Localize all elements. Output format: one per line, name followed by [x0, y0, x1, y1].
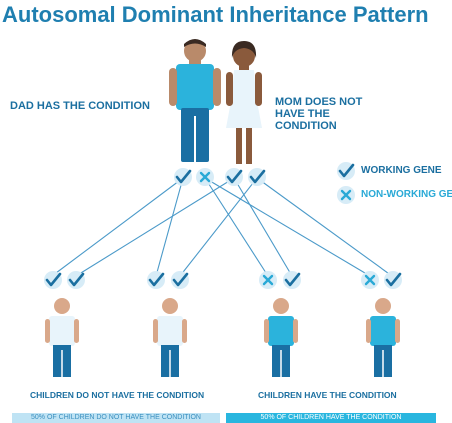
left-section-caption: CHILDREN DO NOT HAVE THE CONDITION [30, 390, 205, 400]
parent-genes [174, 168, 266, 186]
dad-shirt [176, 64, 214, 110]
mom-dress [226, 70, 262, 128]
dad-label: DAD HAS THE CONDITION [10, 100, 150, 112]
child2-genes [147, 271, 189, 289]
diagram-title: Autosomal Dominant Inheritance Pattern [2, 2, 429, 27]
child3-figure [264, 298, 298, 377]
mom-head [233, 45, 255, 67]
dad-head [184, 40, 206, 62]
dad-gene-nonworking [196, 168, 214, 186]
child4-genes [361, 271, 402, 289]
mom-label: MOM DOES NOT HAVE THE CONDITION [275, 96, 363, 132]
left-percentage-bar: 50% OF CHILDREN DO NOT HAVE THE CONDITIO… [12, 413, 220, 423]
child3-genes [259, 271, 301, 289]
child2-figure [153, 298, 187, 377]
right-percentage-bar: 50% OF CHILDREN HAVE THE CONDITION [226, 413, 436, 423]
child3-shirt [268, 316, 294, 346]
child1-figure [45, 298, 79, 377]
legend-nonworking-label: NON-WORKING GE [361, 189, 452, 200]
child1-shirt [49, 316, 75, 346]
mom-figure [226, 41, 262, 164]
right-section-caption: CHILDREN HAVE THE CONDITION [258, 390, 397, 400]
mom-gene-working-1 [225, 168, 243, 186]
child1-genes [44, 271, 85, 289]
inheritance-lines [51, 177, 393, 277]
child2-shirt [157, 316, 183, 346]
legend-working-label: WORKING GENE [361, 165, 442, 176]
dad-gene-working [174, 168, 192, 186]
dad-figure [169, 39, 221, 162]
legend-cross-icon [337, 186, 355, 204]
child4-shirt [370, 316, 396, 346]
child4-figure [366, 298, 400, 377]
legend-check-icon [337, 162, 355, 180]
mom-gene-working-2 [248, 168, 266, 186]
